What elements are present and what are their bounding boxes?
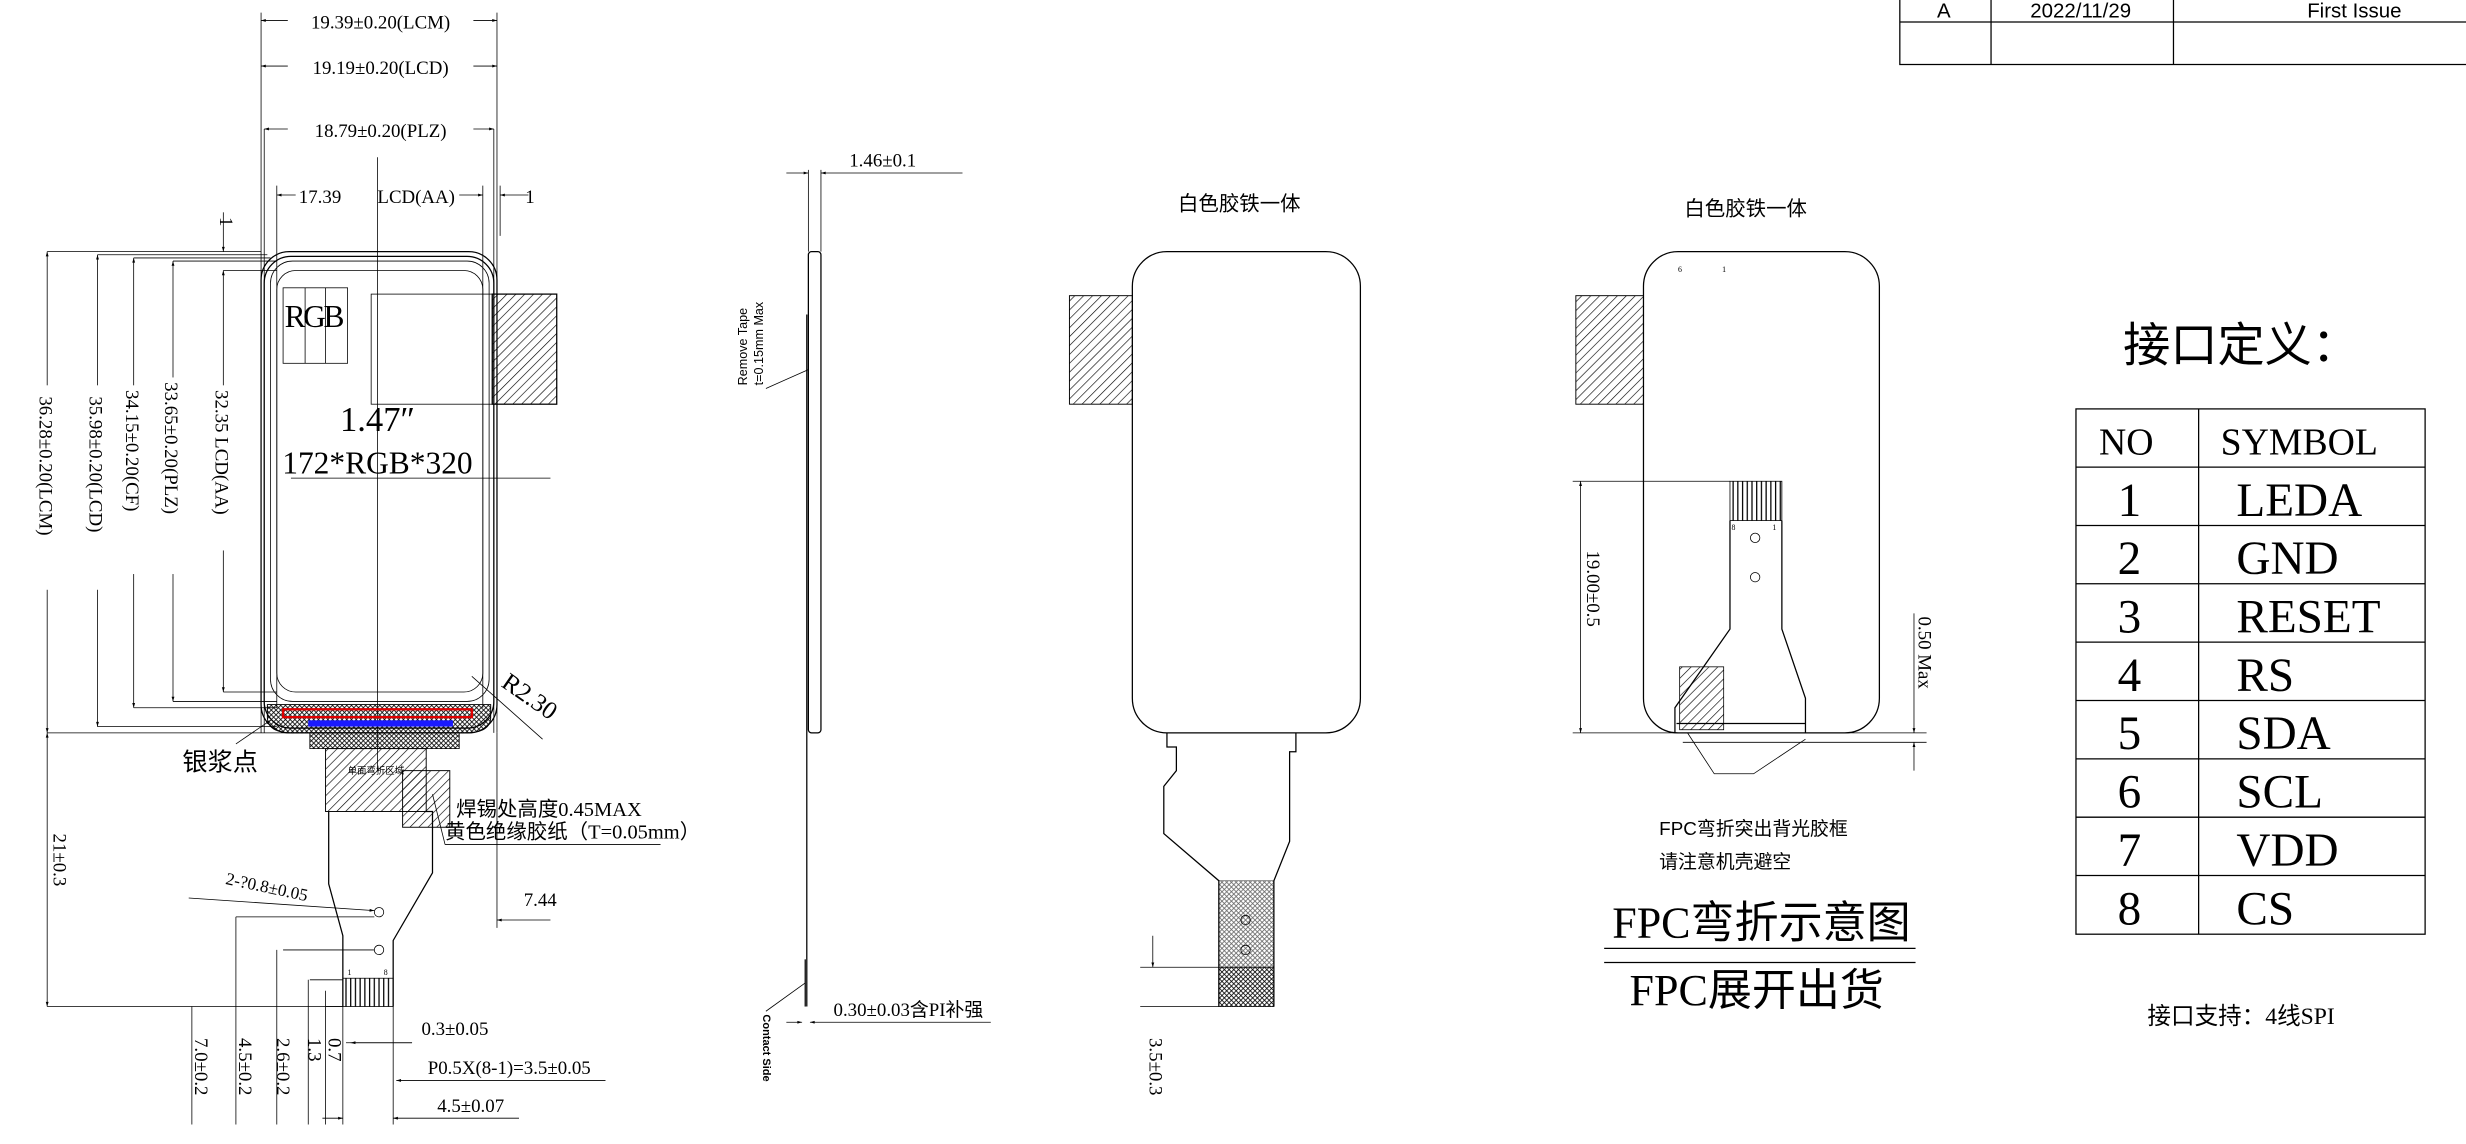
revision-table: A 2022/11/29 First Issue — [1899, 0, 2466, 66]
back-view-folded-label: 白色胶铁一体 — [1684, 197, 1807, 220]
front-view: 19.39±0.20(LCM) 19.19±0.20(LCD) 18.79±0.… — [34, 7, 700, 1125]
pin-symbol: RESET — [2236, 592, 2380, 644]
fpc-flat-title: FPC展开出货 — [1630, 966, 1884, 1015]
pin-number: 2 — [2118, 533, 2142, 585]
pin-number: 7 — [2118, 825, 2142, 877]
rgb-subpixel-box: RGB — [282, 287, 348, 364]
display-size: 1.47″ — [340, 401, 415, 439]
fpc-titles: FPC弯折示意图 FPC展开出货 — [1604, 898, 1916, 1015]
interface-support: 接口支持：4线SPI — [2147, 1003, 2334, 1030]
pin-1-label: 1 — [348, 968, 352, 977]
hole-spec: 2-?0.8±0.05 — [224, 869, 310, 905]
folded-pin-8: 8 — [1732, 523, 1736, 532]
dim-7-0: 7.0±0.2 — [190, 1038, 211, 1096]
contact-side-label: Contact Side — [760, 1014, 772, 1081]
pin-8-label: 8 — [384, 968, 388, 977]
description-cell: First Issue — [2307, 0, 2401, 22]
pin-symbol: SDA — [2236, 708, 2330, 760]
offset-top-dim: 1 — [215, 217, 236, 226]
dim-4-5: 4.5±0.2 — [234, 1038, 255, 1096]
width-aa-dim: 17.39 — [299, 187, 341, 208]
top-pin-a: 6 — [1678, 265, 1682, 274]
fold-note-1: FPC弯折突出背光胶框 — [1659, 818, 1848, 839]
dim-1-3: 1.3 — [303, 1038, 324, 1062]
height-lcm-dim: 36.28±0.20(LCM) — [34, 396, 55, 535]
fpc-thickness-dim: 0.30±0.03含PI补强 — [834, 999, 984, 1021]
dim-2-6: 2.6±0.2 — [272, 1038, 293, 1096]
height-cf-dim: 34.15±0.20(CF) — [121, 390, 142, 511]
date-cell: 2022/11/29 — [2030, 0, 2131, 22]
resolution: 172*RGB*320 — [282, 445, 472, 480]
fpc-fold-title: FPC弯折示意图 — [1612, 898, 1910, 947]
fold-dim: 19.00±0.5 — [1582, 550, 1603, 626]
width-lcm-dim: 19.39±0.20(LCM) — [311, 12, 450, 33]
interface-definition: 接口定义： NO SYMBOL 1 LEDA 2 GND 3 RESET 4 RS 5 SDA 6 SCL… — [2075, 321, 2426, 1030]
corner-radius: R2.30 — [497, 669, 562, 726]
pin-number: 3 — [2118, 592, 2142, 644]
offset-right-dim: 1 — [525, 187, 534, 208]
header-symbol: SYMBOL — [2221, 422, 2378, 464]
back-view-label: 白色胶铁一体 — [1178, 193, 1301, 216]
fpc-dim-3-5: 3.5±0.3 — [1145, 1038, 1166, 1096]
finger-width-dim: 4.5±0.07 — [437, 1096, 504, 1117]
rgb-label: RGB — [285, 299, 345, 334]
pin-number: 4 — [2118, 650, 2142, 702]
backlight-tab-hatch — [491, 293, 558, 405]
pin-number: 6 — [2118, 767, 2142, 819]
interface-title: 接口定义： — [2123, 321, 2359, 373]
pin-number: 8 — [2118, 883, 2142, 935]
pin-symbol: LEDA — [2236, 475, 2362, 527]
rev-cell: A — [1937, 0, 1951, 22]
pin-symbol: RS — [2236, 650, 2294, 702]
remove-tape-label: Remove Tape — [736, 308, 750, 385]
pin-symbol: SCL — [2236, 767, 2323, 819]
height-lcd-dim: 35.98±0.20(LCD) — [85, 396, 106, 532]
dim-0-7: 0.7 — [324, 1038, 345, 1062]
pin-symbol: VDD — [2236, 825, 2338, 877]
width-lcd-dim: 19.19±0.20(LCD) — [313, 58, 449, 79]
pin-width-dim: 0.3±0.05 — [421, 1019, 488, 1040]
bend-area-label: 单面弯折区域 — [348, 765, 405, 776]
insulation-tape-note: 黄色绝缘胶纸（T=0.05mm） — [445, 820, 700, 843]
protrude-dim: 0.50 Max — [1914, 617, 1935, 690]
pin-symbol: CS — [2236, 883, 2294, 935]
pin-number: 1 — [2118, 475, 2142, 527]
side-view: 1.46±0.1 Remove Tape t=0.15mm Max Contac… — [736, 151, 991, 1082]
tape-thickness-label: t=0.15mm Max — [752, 301, 766, 385]
fold-note-2: 请注意机壳避空 — [1659, 851, 1791, 872]
fpc-length-dim: 21±0.3 — [48, 834, 69, 887]
solder-height-note: 焊锡处高度0.45MAX — [456, 798, 642, 821]
height-aa-dim: 32.35 LCD(AA) — [210, 390, 231, 515]
header-no: NO — [2099, 422, 2154, 464]
blue-bar — [308, 720, 453, 727]
width-plz-dim: 18.79±0.20(PLZ) — [315, 121, 447, 142]
pin-number: 5 — [2118, 708, 2142, 760]
pitch-dim: P0.5X(8-1)=3.5±0.05 — [428, 1058, 591, 1079]
pin-symbol: GND — [2236, 533, 2338, 585]
fpc-offset-dim: 7.44 — [524, 890, 558, 911]
thickness-dim: 1.46±0.1 — [849, 151, 916, 172]
top-pin-b: 1 — [1722, 265, 1726, 274]
width-aa-label: LCD(AA) — [377, 187, 455, 208]
height-plz-dim: 33.65±0.20(PLZ) — [160, 382, 181, 514]
folded-pin-1: 1 — [1772, 523, 1776, 532]
silver-dot-label: 银浆点 — [182, 749, 257, 777]
back-view-unfolded: 白色胶铁一体 3.5±0.3 — [1068, 193, 1362, 1096]
red-bar — [281, 708, 473, 719]
back-view-folded: 白色胶铁一体 6 1 8 1 19.00±0.5 0.50 Max FPC弯折突… — [1572, 197, 1935, 872]
